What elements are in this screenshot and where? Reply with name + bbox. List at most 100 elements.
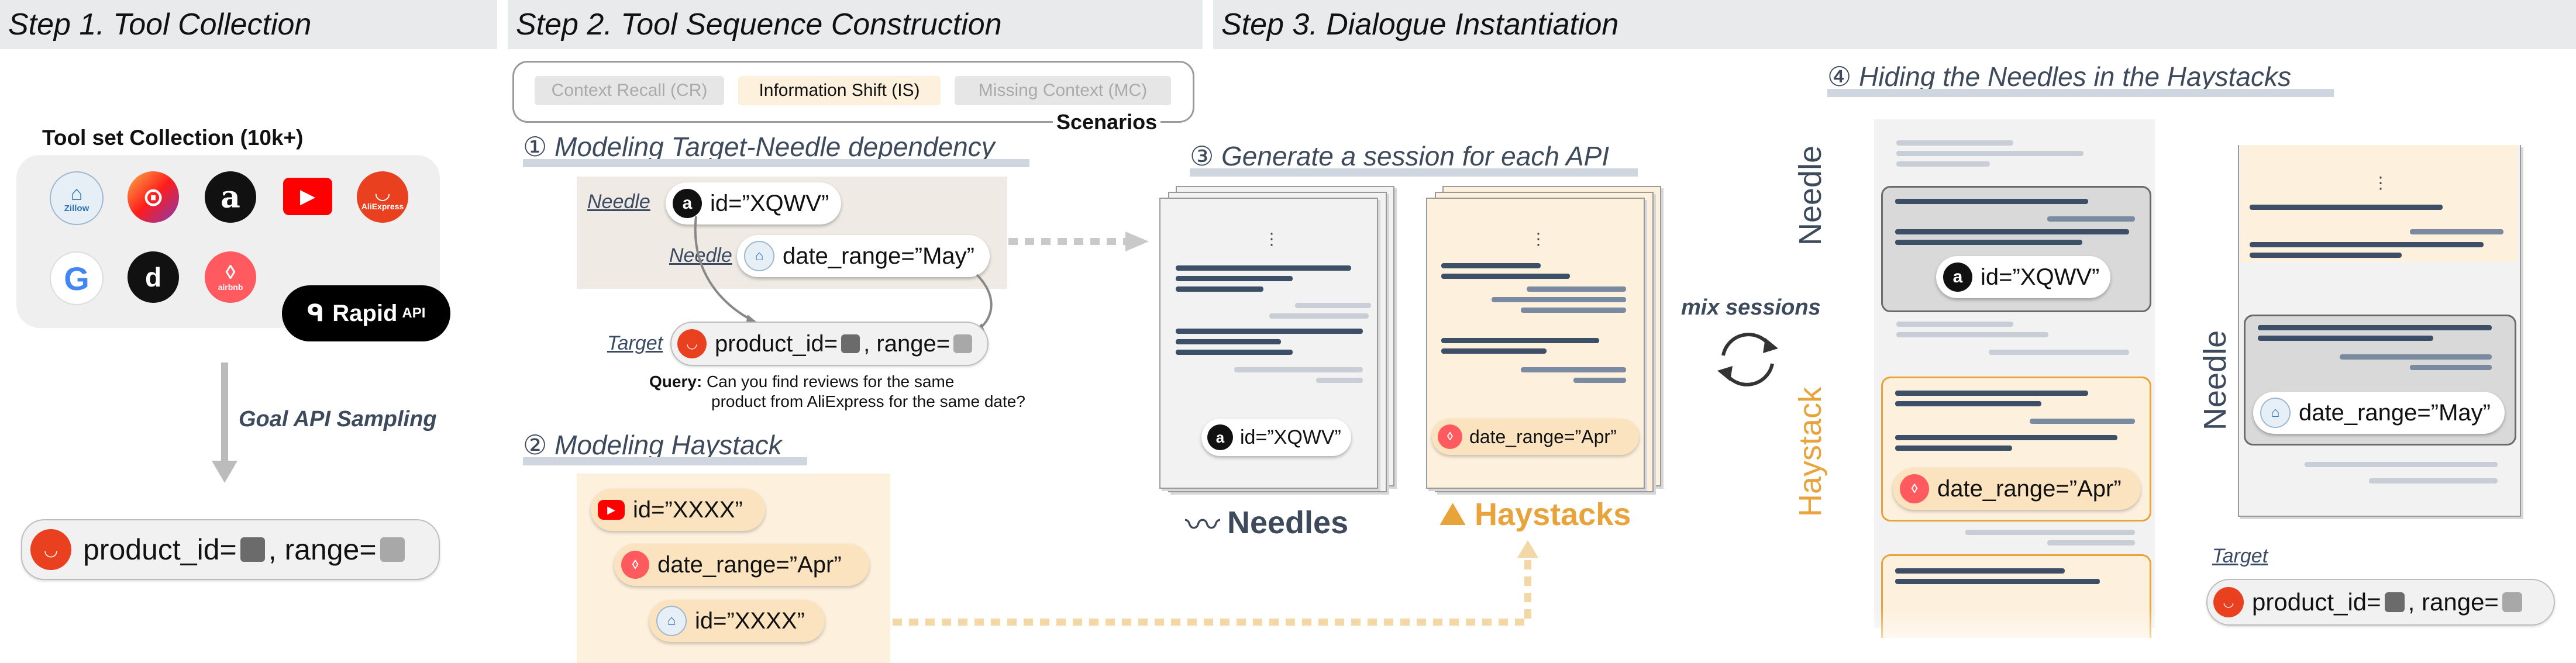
line: [1316, 378, 1363, 383]
line: [1895, 229, 2129, 234]
section3-title: ③ Generate a session for each API: [1190, 140, 1609, 172]
right-needle-call-text: date_range=”May”: [2299, 399, 2491, 426]
line: [1176, 265, 1351, 271]
section4-text: Hiding the Needles in the Haystacks: [1859, 61, 2291, 92]
query-text-1: Can you find reviews for the same: [707, 372, 955, 391]
needles-text: Needles: [1227, 505, 1349, 540]
line: [2250, 205, 2443, 210]
masked-value: [2502, 592, 2522, 612]
line: [1989, 350, 2129, 355]
needle-label: Needle: [587, 191, 650, 213]
line: [1176, 339, 1281, 344]
line: [2047, 540, 2135, 545]
airbnb-icon: ◊: [621, 551, 649, 579]
section3-num: ③: [1190, 141, 1214, 171]
section2-underline: [523, 457, 807, 465]
query-label: Query:: [649, 372, 702, 391]
line: [1234, 367, 1363, 372]
right-needle-call: ⌂ date_range=”May”: [2253, 392, 2505, 434]
line: [1441, 348, 1547, 354]
line: [1965, 530, 2135, 535]
instagram-icon: ⊙: [128, 171, 179, 223]
line: [1176, 276, 1293, 281]
sampling-label: Goal API Sampling: [239, 407, 437, 431]
line: [1896, 332, 2048, 337]
line: [1492, 297, 1626, 302]
line: [1176, 329, 1363, 334]
masked-value: [953, 334, 973, 353]
mixed-haystack-call: ◊ date_range=”Apr”: [1893, 468, 2141, 510]
amazon-icon: a: [1207, 424, 1233, 450]
step1-header: Step 1. Tool Collection: [0, 0, 497, 49]
section4-title: ④ Hiding the Needles in the Haystacks: [1827, 61, 2291, 92]
section1-text: Modeling Target-Needle dependency: [555, 132, 995, 162]
target-param1: product_id=: [715, 330, 838, 357]
step3-header: Step 3. Dialogue Instantiation: [1213, 0, 2576, 49]
aliexpress-icon: ◡AliExpress: [357, 171, 408, 223]
haystacks-label: ⛰ Haystacks: [1439, 495, 1631, 534]
section3-underline: [1190, 168, 1638, 177]
step1-title: Step 1. Tool Collection: [8, 8, 312, 42]
section2-title: ② Modeling Haystack: [523, 429, 782, 461]
right-target-param1: product_id=: [2252, 588, 2381, 616]
airbnb-icon: ◊airbnb: [205, 251, 256, 303]
target-call: ◡ product_id= , range=: [670, 322, 989, 366]
vertical-needle2-label: Needle: [2198, 330, 2233, 430]
amazon-icon: a: [673, 189, 702, 218]
line: [1441, 274, 1570, 279]
zillow-icon: ⌂: [2260, 398, 2291, 428]
section1-underline: [523, 159, 1029, 167]
ellipsis: ⋮: [2372, 174, 2389, 192]
haystack-call-3-text: id=”XXXX”: [695, 607, 805, 634]
target-label: Target: [607, 332, 663, 354]
line: [1895, 579, 2100, 584]
section3-text: Generate a session for each API: [1221, 141, 1610, 171]
line: [1521, 367, 1626, 372]
toolset-title: Tool set Collection (10k+): [42, 126, 304, 150]
section2-text: Modeling Haystack: [555, 430, 782, 460]
line: [1521, 308, 1626, 313]
line: [1573, 378, 1626, 383]
youtube-icon: ▶: [598, 500, 625, 520]
needle-call-1-text: id=”XQWV”: [710, 190, 829, 216]
line: [2047, 216, 2135, 222]
mixed-doc-fade: [1874, 608, 2155, 663]
haystack-flow-arrow: [893, 540, 1538, 626]
haystack-call-2: ◊ date_range=”Apr”: [614, 544, 869, 586]
haystack-call-1-text: id=”XXXX”: [633, 496, 743, 523]
line: [1441, 338, 1599, 343]
section1-num: ①: [523, 132, 547, 162]
scenarios-box: [512, 61, 1194, 123]
google-icon: G: [50, 251, 104, 305]
sampling-arrow: [212, 362, 237, 483]
line: [1295, 303, 1371, 308]
line: [1895, 568, 2065, 574]
haystack-call-2-text: date_range=”Apr”: [657, 551, 842, 578]
rapidapi-label: Rapid: [332, 300, 398, 326]
airbnb-icon: ◊: [1438, 424, 1462, 449]
query-text-2: product from AliExpress for the same dat…: [711, 392, 1025, 410]
line: [2305, 462, 2498, 467]
vertical-needle-label: Needle: [1793, 145, 1828, 246]
needle-doc-call: a id=”XQWV”: [1201, 419, 1351, 456]
ellipsis: ⋮: [1530, 230, 1547, 248]
zillow-text: Zillow: [64, 203, 89, 213]
masked-value: [2384, 592, 2405, 612]
line: [2250, 253, 2402, 258]
line: [2410, 229, 2503, 234]
goal-param2: , range=: [268, 533, 377, 566]
masked-value: [240, 537, 265, 562]
line: [2250, 242, 2484, 247]
zillow-icon: ⌂Zillow: [50, 171, 104, 225]
line: [1176, 350, 1293, 355]
line: [1896, 322, 2013, 327]
goal-param1: product_id=: [83, 533, 237, 566]
ellipsis: ⋮: [1263, 230, 1280, 248]
scenario-is: Information Shift (IS): [738, 76, 941, 105]
line: [1176, 286, 1263, 292]
haystack-call-3: ⌂ id=”XXXX”: [649, 600, 825, 642]
haystack-doc-call: ◊ date_range=”Apr”: [1432, 419, 1639, 455]
doordash-icon: d: [128, 251, 179, 303]
section4-underline: [1827, 89, 2334, 97]
scenarios-label: Scenarios: [1053, 110, 1161, 134]
